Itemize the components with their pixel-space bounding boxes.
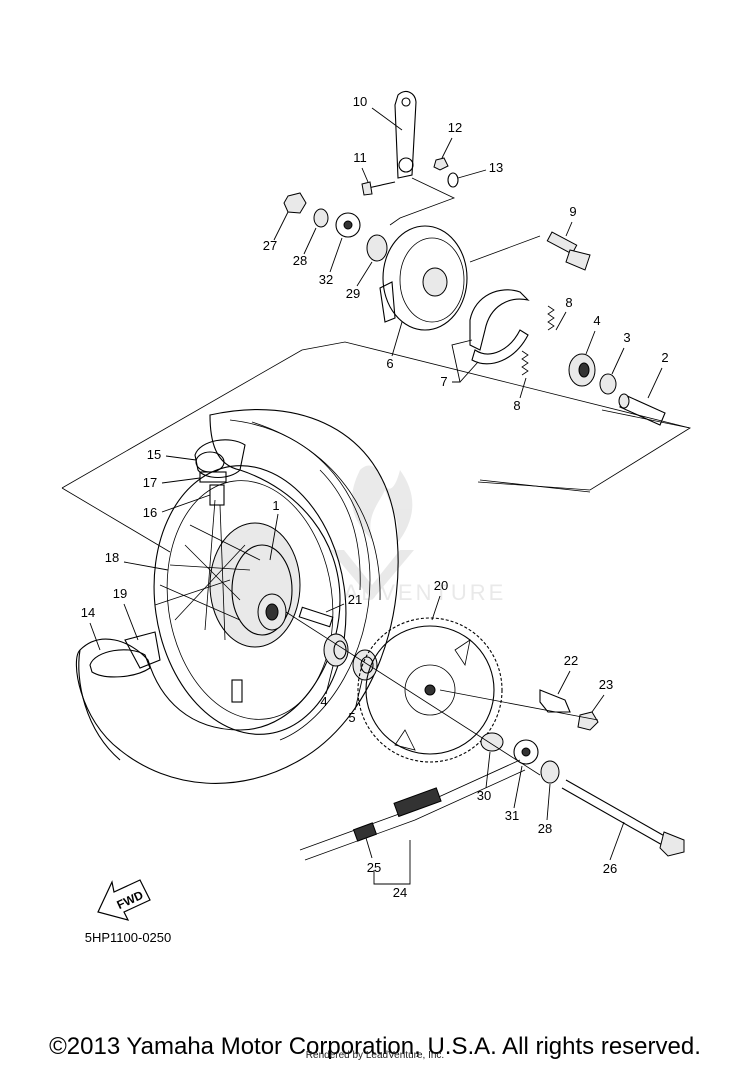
- callout-23: 23: [599, 677, 613, 692]
- diagram-code: 5HP1100-0250: [85, 930, 172, 945]
- spokes: [154, 499, 261, 641]
- damper-31: [513, 739, 539, 765]
- chain: [299, 759, 526, 861]
- indicator-32: [335, 212, 361, 238]
- callout-27: 27: [263, 238, 277, 253]
- callout-4-upper: 4: [593, 313, 600, 328]
- callout-21: 21: [348, 592, 362, 607]
- hub: [209, 522, 301, 648]
- callout-28-lower: 28: [538, 821, 552, 836]
- callout-2: 2: [661, 350, 668, 365]
- rim-band: [89, 631, 161, 678]
- axle-sleeve-21: [298, 606, 334, 628]
- adjuster-plate-22: [539, 689, 571, 713]
- camshaft: [546, 231, 591, 271]
- bearing-4-upper: [568, 353, 596, 387]
- bearing-4: [323, 633, 349, 667]
- callout-20: 20: [434, 578, 448, 593]
- callout-30: 30: [477, 788, 491, 803]
- reference-frame: [61, 341, 692, 553]
- watermark-text: ADVENTURE: [344, 580, 507, 605]
- rendered-by-notice: Rendered by LeadVenture, Inc.: [305, 1050, 445, 1061]
- tube: [194, 439, 246, 506]
- callout-13: 13: [489, 160, 503, 175]
- callout-15: 15: [147, 447, 161, 462]
- brake-shoes: [469, 289, 530, 365]
- callout-11: 11: [353, 150, 367, 165]
- collar-3: [599, 373, 617, 395]
- seal-29: [366, 234, 388, 262]
- nut-27: [283, 192, 307, 214]
- callout-26: 26: [603, 861, 617, 876]
- callout-6: 6: [386, 356, 393, 371]
- callout-29: 29: [346, 286, 360, 301]
- axle: [561, 779, 685, 857]
- callout-8-upper: 8: [565, 295, 572, 310]
- washer-28-upper: [313, 208, 329, 228]
- spacer-2: [618, 393, 666, 426]
- watermark: ADVENTURE: [330, 465, 507, 605]
- callout-19: 19: [113, 586, 127, 601]
- spring-8-lower: [521, 350, 529, 376]
- brake-arm: [394, 90, 417, 179]
- callout-22: 22: [564, 653, 578, 668]
- callout-10: 10: [353, 94, 367, 109]
- nut-12: [433, 157, 449, 171]
- callout-3: 3: [623, 330, 630, 345]
- spring-8-upper: [547, 305, 555, 331]
- fwd-arrow-icon: FWD: [97, 879, 151, 921]
- assembly-lines: [285, 177, 691, 776]
- rim: [153, 465, 347, 735]
- callout-17: 17: [143, 475, 157, 490]
- brake-shoe-plate: [379, 225, 468, 331]
- bolt-11: [361, 181, 396, 196]
- callout-32: 32: [319, 272, 333, 287]
- callout-5: 5: [348, 710, 355, 725]
- washer-13: [447, 172, 459, 188]
- callout-7: 7: [440, 374, 447, 389]
- callout-12: 12: [448, 120, 462, 135]
- callout-14: 14: [81, 605, 95, 620]
- callout-25: 25: [367, 860, 381, 875]
- callout-8-lower: 8: [513, 398, 520, 413]
- callout-4-lower: 4: [320, 694, 327, 709]
- callout-24: 24: [393, 885, 407, 900]
- valve: [231, 679, 243, 703]
- callout-16: 16: [143, 505, 157, 520]
- callout-9: 9: [569, 204, 576, 219]
- collar-30: [480, 732, 504, 752]
- callout-1: 1: [272, 498, 279, 513]
- copyright-notice: ©2013 Yamaha Motor Corporation, U.S.A. A…: [49, 1033, 701, 1060]
- oil-seal-5: [352, 649, 378, 681]
- tire: [75, 409, 399, 784]
- nut-23: [577, 711, 599, 731]
- washer-28-lower: [540, 760, 560, 784]
- callout-18: 18: [105, 550, 119, 565]
- callouts: 1 2 3 4 4 5 6 7 8 8 9 10 11: [81, 94, 669, 900]
- callout-31: 31: [505, 808, 519, 823]
- callout-28-upper: 28: [293, 253, 307, 268]
- sprocket: [357, 617, 503, 763]
